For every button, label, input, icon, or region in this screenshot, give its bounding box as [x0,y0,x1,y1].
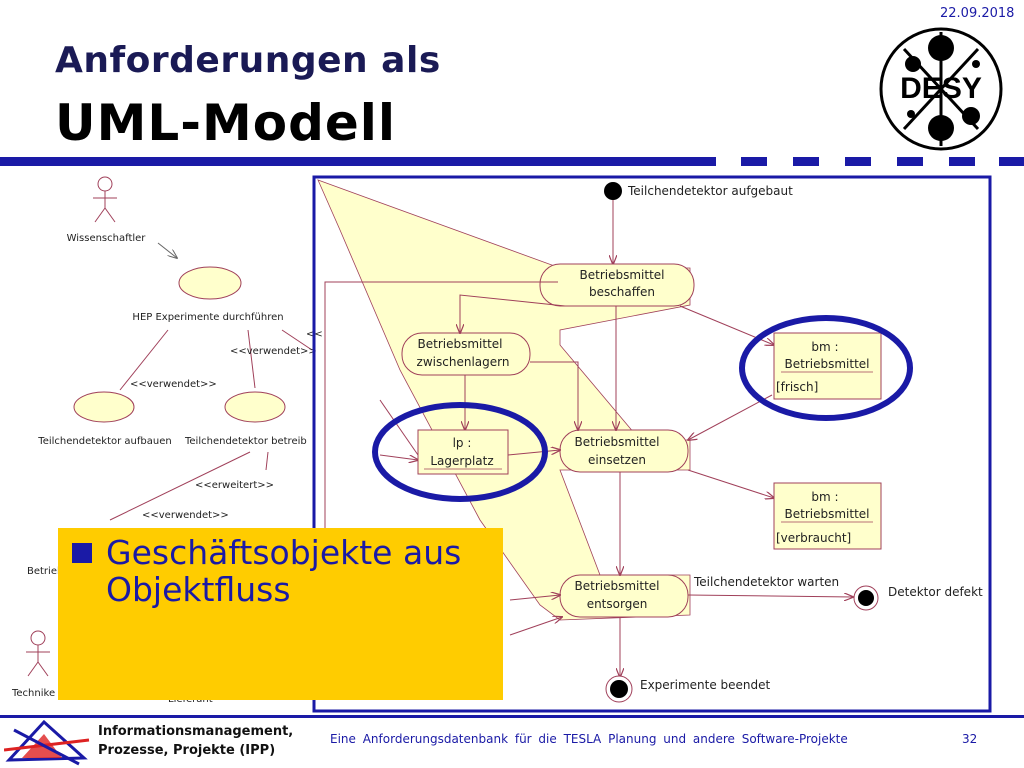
highlight-storage-object [372,402,548,502]
defect-label: Detektor defekt [888,585,983,599]
slide-date: 22.09.2018 [940,6,1015,21]
start-node [604,182,622,200]
uml-diagram: Wissenschaftler HEP Experimente durchfüh… [11,175,992,713]
ipp-logo [4,720,90,766]
object-fresh [773,332,882,400]
rel-extends-label: <<erweitert>> [195,480,274,491]
usecase-build-label: Teilchendetektor aufbauen [37,436,171,447]
footer-rule [0,715,1024,718]
activity-use-line1: Betriebsmittel [575,435,660,449]
object-fresh-line2: Betriebsmittel [785,357,870,371]
object-fresh-state: [frisch] [776,380,818,394]
activity-frame [312,175,992,713]
page-number: 32 [962,732,978,746]
use-case-diagram: Wissenschaftler HEP Experimente durchfüh… [11,176,323,705]
object-storage-line2: Lagerplatz [430,454,493,468]
usecase-operate-label: Teilchendetektor betreib [184,436,307,447]
end-label: Experimente beendet [640,678,771,692]
usecase-main-ellipse [178,266,242,300]
activity-procure-line1: Betriebsmittel [580,268,665,282]
start-label: Teilchendetektor aufgebaut [627,184,793,198]
activity-diagram: Teilchendetektor aufgebaut Betriebsmitte… [324,182,983,703]
object-fresh-line1: bm : [811,340,838,354]
object-storage-line1: lp : [453,436,472,450]
activity-store-line2: zwischenlagern [417,355,510,369]
activity-procure [539,263,695,307]
footer-org-line2: Prozesse, Projekte (IPP) [98,743,276,758]
activity-dispose-line1: Betriebsmittel [575,579,660,593]
header-rule [0,157,1024,166]
activity-dispose-line2: entsorgen [587,597,648,611]
desy-logo-text: DESY [900,72,982,105]
slide-title-line2: UML-Modell [55,94,397,152]
usecase-build-ellipse [73,391,135,423]
highlight-fresh-object [739,315,913,421]
rel-uses-label-2: <<verwendet>> [130,379,217,390]
actor-scientist-label: Wissenschaftler [67,233,147,244]
actor-technician [26,630,50,677]
activity-store-line1: Betriebsmittel [418,337,503,351]
rel-uses-label-1: <<verwendet>> [230,346,317,357]
rel-uses-label-3: <<verwendet>> [142,510,229,521]
callout-text: Geschäftsobjekte aus Objektfluss [106,533,462,609]
desy-logo: DESY [879,27,1003,151]
object-storage [417,429,509,475]
object-used-state: [verbraucht] [776,531,851,545]
callout-box [58,528,503,700]
object-used-line1: bm : [811,490,838,504]
activity-use-line2: einsetzen [588,453,646,467]
actor-scientist [93,176,117,223]
wait-label: Teilchendetektor warten [693,575,839,589]
activity-procure-line2: beschaffen [589,285,655,299]
usecase-operate-ellipse [224,391,286,423]
callout-bullet-icon [72,543,92,563]
usecase-partial-label: Betrieb [27,566,63,577]
footer-presentation-title: Eine Anforderungsdatenbank für die TESLA… [330,732,848,746]
footer-org-line1: Informationsmanagement, [98,724,294,739]
object-used-line2: Betriebsmittel [785,507,870,521]
activity-store [401,332,531,376]
actor-technician-label: Technike [11,688,55,699]
slide-title-line1: Anforderungen als [55,40,441,81]
usecase-main-label: HEP Experimente durchführen [132,312,283,323]
object-used [773,482,882,550]
